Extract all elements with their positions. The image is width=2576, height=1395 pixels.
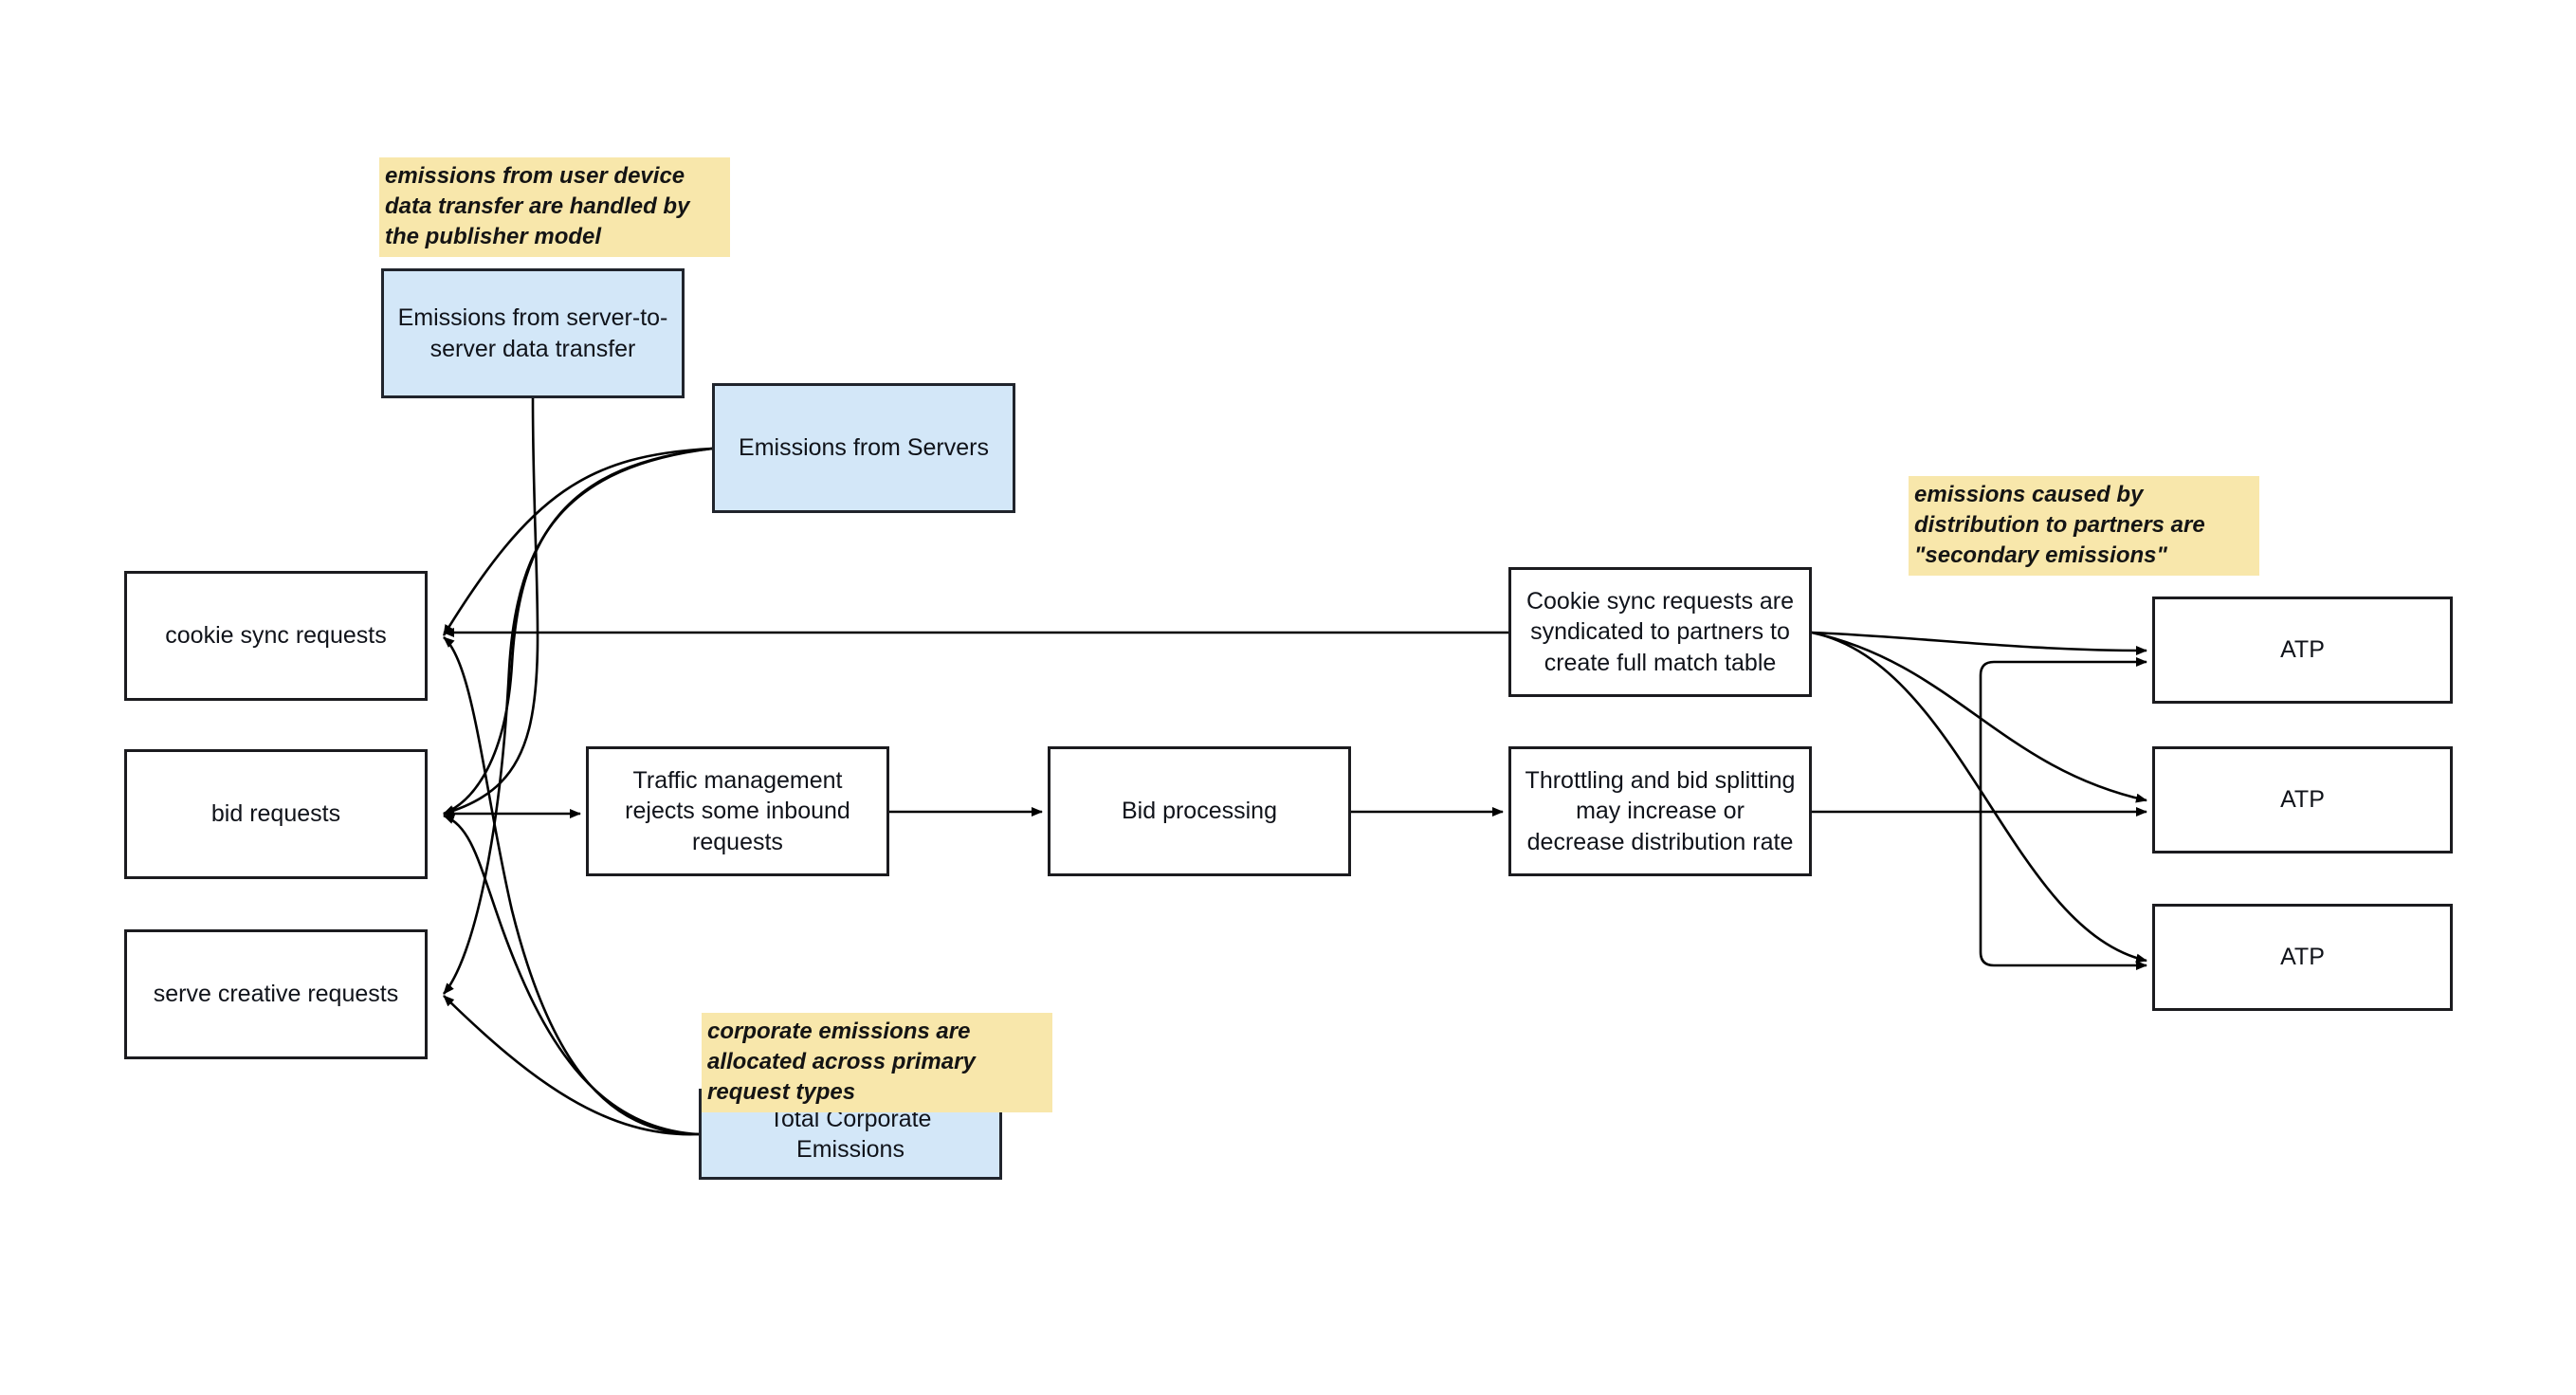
node-emissions-from-servers-label: Emissions from Servers [739,434,989,462]
node-emissions-from-servers[interactable]: Emissions from Servers [712,383,1015,513]
node-atp-1-label: ATP [2280,636,2325,664]
node-bid-requests[interactable]: bid requests [124,749,428,879]
note-secondary-emissions: emissions caused by distribution to part… [1909,476,2259,576]
node-traffic-management-label: Traffic management rejects some inbound … [625,766,850,855]
edge-corporate-to-serve-creative [443,995,700,1136]
node-throttling-bid-splitting-label: Throttling and bid splitting may increas… [1525,766,1796,855]
node-total-corporate-emissions-label: Total Corporate Emissions [769,1105,932,1164]
node-serve-creative-requests[interactable]: serve creative requests [124,929,428,1059]
node-atp-2[interactable]: ATP [2152,746,2453,854]
node-atp-1[interactable]: ATP [2152,597,2453,704]
edge-syndication-to-atp-3 [1811,631,2147,964]
edge-syndication-to-atp-2 [1811,631,2147,803]
node-traffic-management[interactable]: Traffic management rejects some inbound … [586,746,889,876]
node-serve-creative-requests-label: serve creative requests [153,981,399,1008]
node-bid-processing[interactable]: Bid processing [1048,746,1351,876]
node-cookie-sync-syndication[interactable]: Cookie sync requests are syndicated to p… [1508,567,1812,697]
edge-server-to-server-to-bid-requests [443,397,539,816]
note-user-device-text: emissions from user device data transfer… [385,163,690,249]
node-atp-3-label: ATP [2280,944,2325,971]
node-cookie-sync-requests-label: cookie sync requests [165,622,387,650]
note-user-device-emissions: emissions from user device data transfer… [379,157,730,257]
node-throttling-bid-splitting[interactable]: Throttling and bid splitting may increas… [1508,746,1812,876]
node-atp-3[interactable]: ATP [2152,904,2453,1011]
note-corporate-allocation-text: corporate emissions are allocated across… [707,1019,976,1105]
note-corporate-allocation: corporate emissions are allocated across… [702,1013,1052,1112]
node-atp-2-label: ATP [2280,786,2325,814]
node-emissions-server-to-server[interactable]: Emissions from server-to-server data tra… [381,268,685,398]
node-cookie-sync-requests[interactable]: cookie sync requests [124,571,428,701]
note-secondary-emissions-text: emissions caused by distribution to part… [1914,482,2205,568]
node-emissions-server-to-server-label: Emissions from server-to-server data tra… [397,304,668,362]
edge-syndication-to-atp-1 [1811,631,2147,655]
node-bid-processing-label: Bid processing [1122,798,1277,825]
node-cookie-sync-syndication-label: Cookie sync requests are syndicated to p… [1526,587,1795,676]
edge-corporate-to-cookie-sync [443,636,700,1136]
edge-throttling-to-atp-3 [1979,812,2147,970]
edge-servers-to-cookie-sync [442,447,713,636]
node-bid-requests-label: bid requests [210,800,341,828]
edge-servers-to-serve-creative [443,447,713,995]
edge-throttling-to-atp-1 [1979,657,2147,812]
